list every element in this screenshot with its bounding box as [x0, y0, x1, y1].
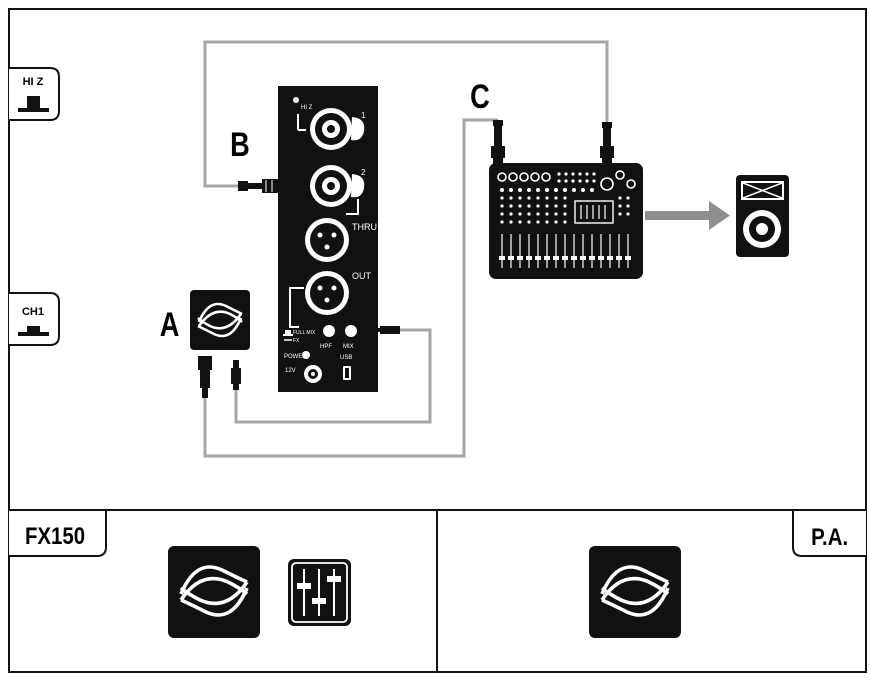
mix-label: MIX	[343, 344, 354, 350]
speaker-icon[interactable]	[736, 175, 789, 257]
app-logo-icon	[197, 302, 243, 338]
usb-port[interactable]: USB	[340, 355, 352, 380]
dc-in-label: 12V	[285, 368, 296, 374]
cable-a	[234, 328, 432, 424]
cable-a-plug	[372, 326, 400, 334]
ch1-switch-icon	[18, 326, 49, 336]
tab-ch1[interactable]: CH1	[9, 292, 60, 346]
out-label: OUT	[352, 271, 372, 281]
cable-c-xlr-plug	[491, 120, 505, 166]
input-1-label: 1	[361, 111, 366, 120]
tab-hi-z-label: HI Z	[23, 76, 44, 88]
hi-z-switch-icon	[18, 96, 49, 112]
signal-arrow-icon	[645, 201, 730, 230]
xlr-thru-jack[interactable]	[305, 218, 349, 262]
power-label: POWER	[284, 354, 307, 360]
full-mix-label: FULL MIX	[293, 330, 316, 336]
input-2-label: 2	[361, 168, 366, 177]
tab-pa-label: P.A.	[811, 523, 848, 550]
mix-jack[interactable]: MIX	[343, 325, 357, 350]
pedal-device[interactable]	[190, 290, 250, 350]
tab-pa[interactable]: P.A.	[792, 509, 866, 557]
tab-hi-z[interactable]: HI Z	[9, 67, 60, 121]
fx150-logo-tile[interactable]	[168, 546, 260, 638]
callout-b: B	[230, 125, 250, 164]
callout-c: C	[470, 77, 490, 116]
dc-input-jack[interactable]: 12V	[285, 365, 322, 383]
pedal-jack-plug	[231, 360, 241, 390]
app-logo-icon	[600, 565, 670, 617]
mixer-console-icon[interactable]	[489, 163, 643, 279]
hpf-jack[interactable]: HPF	[320, 325, 335, 350]
cable-c	[203, 118, 498, 458]
rack-device: HI Z 1 2 THRU	[278, 86, 378, 392]
tab-fx150[interactable]: FX150	[9, 509, 107, 557]
usb-label: USB	[340, 355, 352, 361]
full-mix-switch[interactable]: FULL MIX FX	[283, 330, 316, 344]
cable-b	[203, 40, 609, 188]
fx-label: FX	[293, 338, 300, 344]
device-hi-z-label: HI Z	[301, 105, 313, 111]
cable-b-xlr-plug	[600, 122, 614, 166]
pa-logo-tile[interactable]	[589, 546, 681, 638]
hpf-label: HPF	[320, 344, 332, 350]
xlr-out-jack[interactable]	[305, 271, 349, 315]
app-logo-icon	[179, 565, 249, 617]
cable-b-plug	[238, 179, 280, 193]
pedal-xlr-plug	[198, 356, 212, 398]
combo-input-2[interactable]: 2	[310, 165, 366, 215]
power-button[interactable]: POWER	[284, 351, 310, 360]
tab-ch1-label: CH1	[22, 306, 44, 318]
combo-input-1[interactable]: 1	[310, 108, 366, 150]
mixer-faders-icon[interactable]	[288, 559, 351, 626]
thru-label: THRU	[352, 222, 377, 232]
tab-fx150-label: FX150	[25, 522, 85, 549]
cables	[203, 40, 609, 458]
pedal-device-body	[190, 290, 250, 350]
callout-a: A	[160, 305, 180, 344]
